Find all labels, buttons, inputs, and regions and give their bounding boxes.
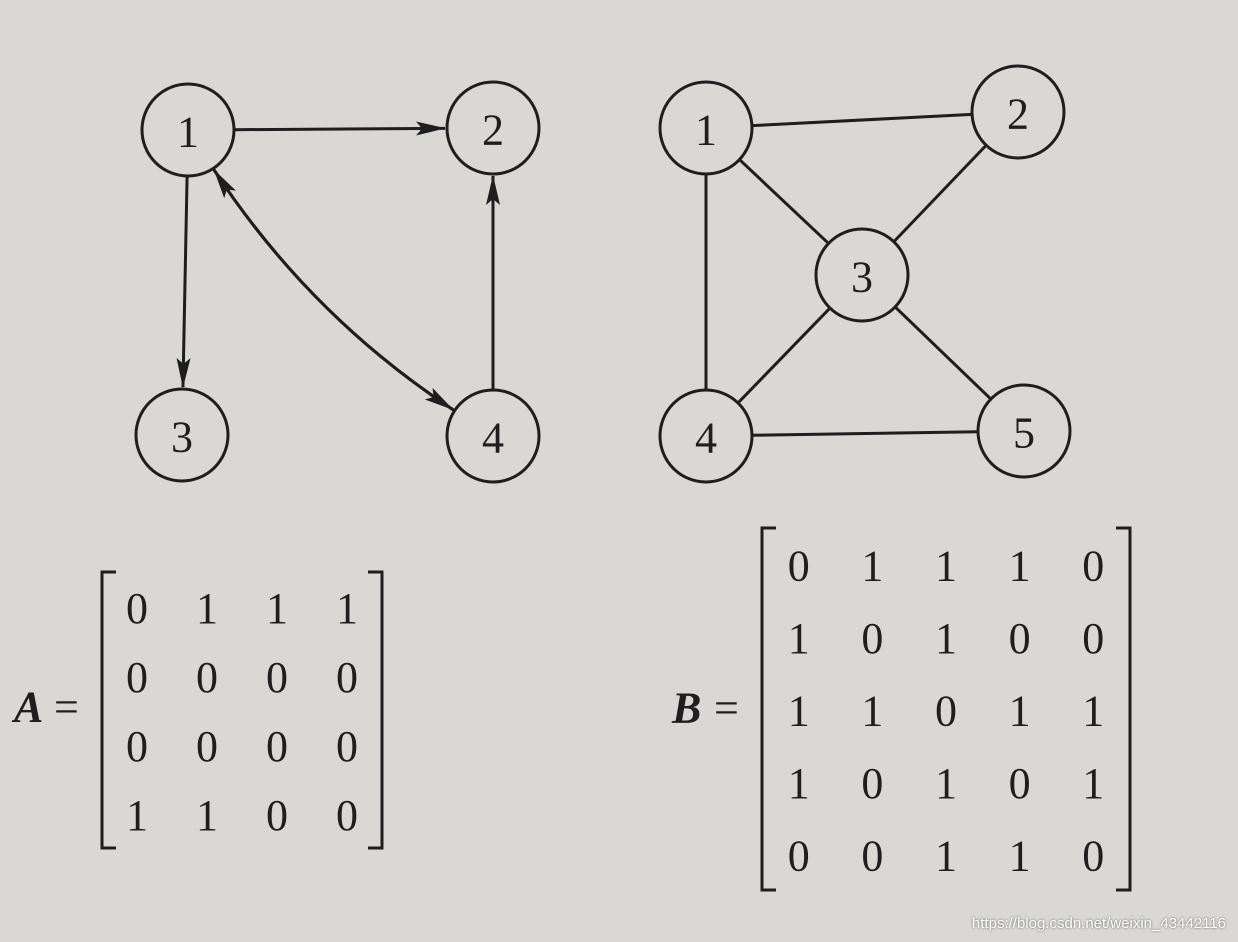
edge-3-4: [736, 306, 832, 405]
cell-r3-c4: 0: [336, 722, 358, 771]
node-circle: [976, 383, 1072, 479]
matrix-name: B: [671, 684, 701, 733]
cell-r2-c2: 0: [861, 614, 883, 663]
cell-r4-c1: 1: [126, 791, 148, 840]
node-label: 3: [851, 253, 873, 302]
node-2: 2: [445, 80, 541, 176]
edge-3-5: [894, 305, 992, 401]
node-label: 4: [482, 414, 504, 463]
cell-r3-c2: 1: [861, 687, 883, 736]
edge-1-to-3: [176, 175, 191, 389]
node-4: 4: [658, 388, 754, 484]
cell-r4-c1: 1: [788, 759, 810, 808]
cell-r2-c4: 0: [1009, 614, 1031, 663]
cell-r2-c2: 0: [196, 653, 218, 702]
cell-r4-c5: 1: [1082, 759, 1104, 808]
cell-r4-c2: 1: [196, 791, 218, 840]
directed-graph: 1 2 3 4: [134, 80, 541, 484]
cell-r2-c3: 1: [935, 614, 957, 663]
node-circle: [445, 388, 541, 484]
node-label: 1: [177, 108, 199, 157]
watermark-text: https://blog.csdn.net/weixin_43442116: [971, 915, 1226, 932]
cell-r3-c2: 0: [196, 722, 218, 771]
node-circle: [445, 80, 541, 176]
left-bracket: [100, 570, 116, 850]
node-circle: [658, 80, 754, 176]
cell-r5-c3: 1: [935, 831, 957, 880]
node-4: 4: [445, 388, 541, 484]
node-label: 2: [482, 106, 504, 155]
cell-r1-c2: 1: [861, 542, 883, 591]
cell-r1-c2: 1: [196, 584, 218, 633]
right-bracket: [1116, 526, 1132, 892]
cell-r4-c4: 0: [336, 791, 358, 840]
node-1: 1: [658, 80, 754, 176]
cell-r1-c3: 1: [266, 584, 288, 633]
node-circle: [140, 82, 236, 178]
cell-r4-c2: 0: [861, 759, 883, 808]
cell-r5-c1: 0: [788, 831, 810, 880]
cell-r1-c1: 0: [788, 542, 810, 591]
equals-sign: =: [54, 683, 79, 732]
cell-r3-c1: 0: [126, 722, 148, 771]
cell-r5-c2: 0: [861, 831, 883, 880]
edge-1-3: [738, 158, 830, 245]
left-bracket: [760, 526, 776, 892]
edge-4-5: [751, 430, 979, 437]
node-2: 2: [970, 64, 1066, 160]
node-label: 3: [171, 413, 193, 462]
cell-r3-c5: 1: [1082, 687, 1104, 736]
node-label: 2: [1007, 90, 1029, 139]
cell-r3-c4: 1: [1009, 687, 1031, 736]
cell-r1-c5: 0: [1082, 542, 1104, 591]
edge-1-2: [751, 112, 973, 128]
edge-2-3: [892, 144, 988, 243]
cell-r5-c5: 0: [1082, 831, 1104, 880]
node-circle: [134, 387, 230, 483]
node-3: 3: [814, 227, 910, 323]
cell-r2-c1: 1: [788, 614, 810, 663]
cell-r4-c4: 0: [1009, 759, 1031, 808]
undirected-graph: 1 2 3 4 5: [658, 64, 1072, 484]
node-3: 3: [134, 387, 230, 483]
cell-r3-c1: 1: [788, 687, 810, 736]
node-label: 4: [695, 414, 717, 463]
equals-sign: =: [714, 684, 739, 733]
cell-r4-c3: 0: [266, 791, 288, 840]
node-circle: [814, 227, 910, 323]
node-circle: [970, 64, 1066, 160]
cell-r1-c1: 0: [126, 584, 148, 633]
node-label: 5: [1013, 409, 1035, 458]
edge-4-to-1: [212, 169, 456, 412]
cell-r1-c4: 1: [1009, 542, 1031, 591]
node-circle: [658, 388, 754, 484]
right-bracket: [368, 570, 384, 850]
node-1: 1: [140, 82, 236, 178]
cell-r3-c3: 0: [266, 722, 288, 771]
cell-r2-c5: 0: [1082, 614, 1104, 663]
cell-r1-c4: 1: [336, 584, 358, 633]
cell-r1-c3: 1: [935, 542, 957, 591]
edge-1-to-2: [233, 121, 447, 136]
cell-r3-c3: 0: [935, 687, 957, 736]
cell-r2-c3: 0: [266, 653, 288, 702]
cell-r2-c4: 0: [336, 653, 358, 702]
cell-r2-c1: 0: [126, 653, 148, 702]
cell-r4-c3: 1: [935, 759, 957, 808]
adjacency-matrix-b: B = 0 1 1 1 0 1 0 1 0 0 1 1 0 1 1 1 0 1 0 1 0 0 1 1 0: [671, 526, 1132, 892]
cell-r5-c4: 1: [1009, 831, 1031, 880]
node-label: 1: [695, 106, 717, 155]
matrix-name: A: [11, 683, 43, 732]
node-5: 5: [976, 383, 1072, 479]
